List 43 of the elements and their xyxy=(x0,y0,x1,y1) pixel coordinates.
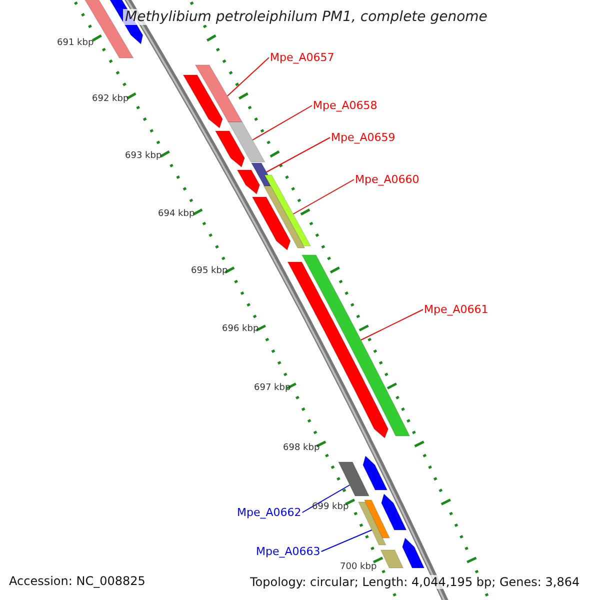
gene-label: Mpe_A0661 xyxy=(424,303,488,316)
gene-segment xyxy=(194,64,243,122)
leader-line xyxy=(266,137,330,172)
leader-line xyxy=(292,179,354,214)
gene-segment xyxy=(380,550,404,568)
gene-segment xyxy=(301,254,410,436)
scale-label: 700 kbp xyxy=(340,562,377,572)
leader-line xyxy=(360,309,424,340)
leader-line xyxy=(226,57,270,96)
gene-label: Mpe_A0660 xyxy=(355,173,420,186)
gene-segment xyxy=(402,537,425,568)
scale-label: 696 kbp xyxy=(222,324,259,334)
genome-summary: Topology: circular; Length: 4,044,195 bp; Genes: 3,864 xyxy=(250,575,580,589)
gene-label: Mpe_A0658 xyxy=(313,99,378,112)
scale-label: 695 kbp xyxy=(191,266,228,276)
gene-segment xyxy=(228,122,266,162)
gene-label: Mpe_A0659 xyxy=(331,131,396,144)
scale-label: 692 kbp xyxy=(92,94,129,104)
gene-segment xyxy=(358,502,386,546)
scale-label: 697 kbp xyxy=(254,383,291,393)
gene-label: Mpe_A0663 xyxy=(256,545,320,558)
gene-segment xyxy=(381,493,407,530)
gene-segment xyxy=(362,455,388,490)
gene-segment xyxy=(263,186,306,248)
scale-label: 699 kbp xyxy=(312,502,349,512)
gene-segment xyxy=(364,500,390,538)
gene-segment xyxy=(236,170,260,195)
accession-text: Accession: NC_008825 xyxy=(9,574,146,588)
leader-line xyxy=(320,530,372,552)
leader-line xyxy=(302,484,350,513)
gene-label: Mpe_A0662 xyxy=(237,506,302,519)
title: Methylibium petroleiphilum PM1, complete genome xyxy=(123,9,490,25)
gene-segment xyxy=(252,196,291,251)
scale-label: 691 kbp xyxy=(57,38,94,48)
scale-label: 694 kbp xyxy=(158,209,195,219)
gene-segment xyxy=(264,174,312,246)
leader-line xyxy=(252,105,312,140)
gene-segment xyxy=(182,74,223,129)
gene-segment xyxy=(338,462,370,496)
gene-label: Mpe_A0657 xyxy=(270,51,334,64)
scale-label: 693 kbp xyxy=(125,151,162,161)
gene-segment xyxy=(214,130,245,168)
scale-label: 698 kbp xyxy=(283,443,320,453)
